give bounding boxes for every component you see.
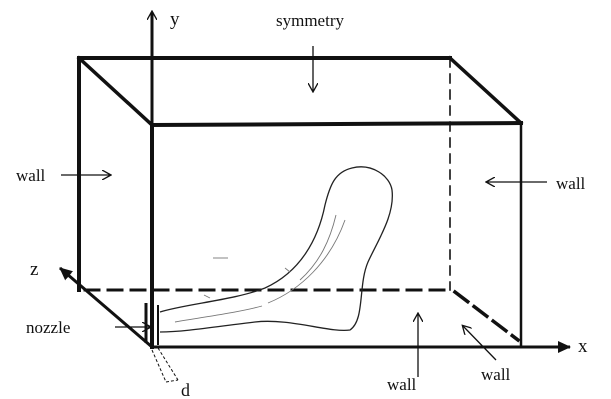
wall-bottom-right-arrow	[463, 326, 497, 361]
bottom-right-depth-edge-hidden	[452, 289, 521, 343]
diameter-label: d	[181, 380, 190, 399]
nozzle-stub-b	[157, 347, 179, 381]
top-left-depth-edge	[76, 55, 155, 128]
x-axis-label: x	[578, 336, 588, 357]
nozzle-label: nozzle	[26, 318, 70, 337]
wall-right-label: wall	[556, 174, 586, 193]
wall-bottom-label: wall	[387, 375, 417, 394]
wall-left-label: wall	[16, 166, 46, 185]
axes	[59, 12, 571, 353]
jet-plume	[159, 166, 393, 333]
top-right-depth-edge	[447, 55, 524, 126]
symmetry-label: symmetry	[276, 11, 344, 30]
nozzle-stub-a	[151, 349, 167, 383]
z-axis-label: z	[30, 259, 38, 280]
y-axis-label: y	[170, 9, 180, 30]
plume-inner-strokes	[174, 214, 346, 323]
wall-bottom-right-label: wall	[481, 365, 511, 384]
z-axis	[59, 266, 153, 349]
front-top-edge	[149, 120, 524, 128]
nozzle-stub-c	[165, 379, 179, 383]
pointer-arrows	[61, 46, 547, 377]
